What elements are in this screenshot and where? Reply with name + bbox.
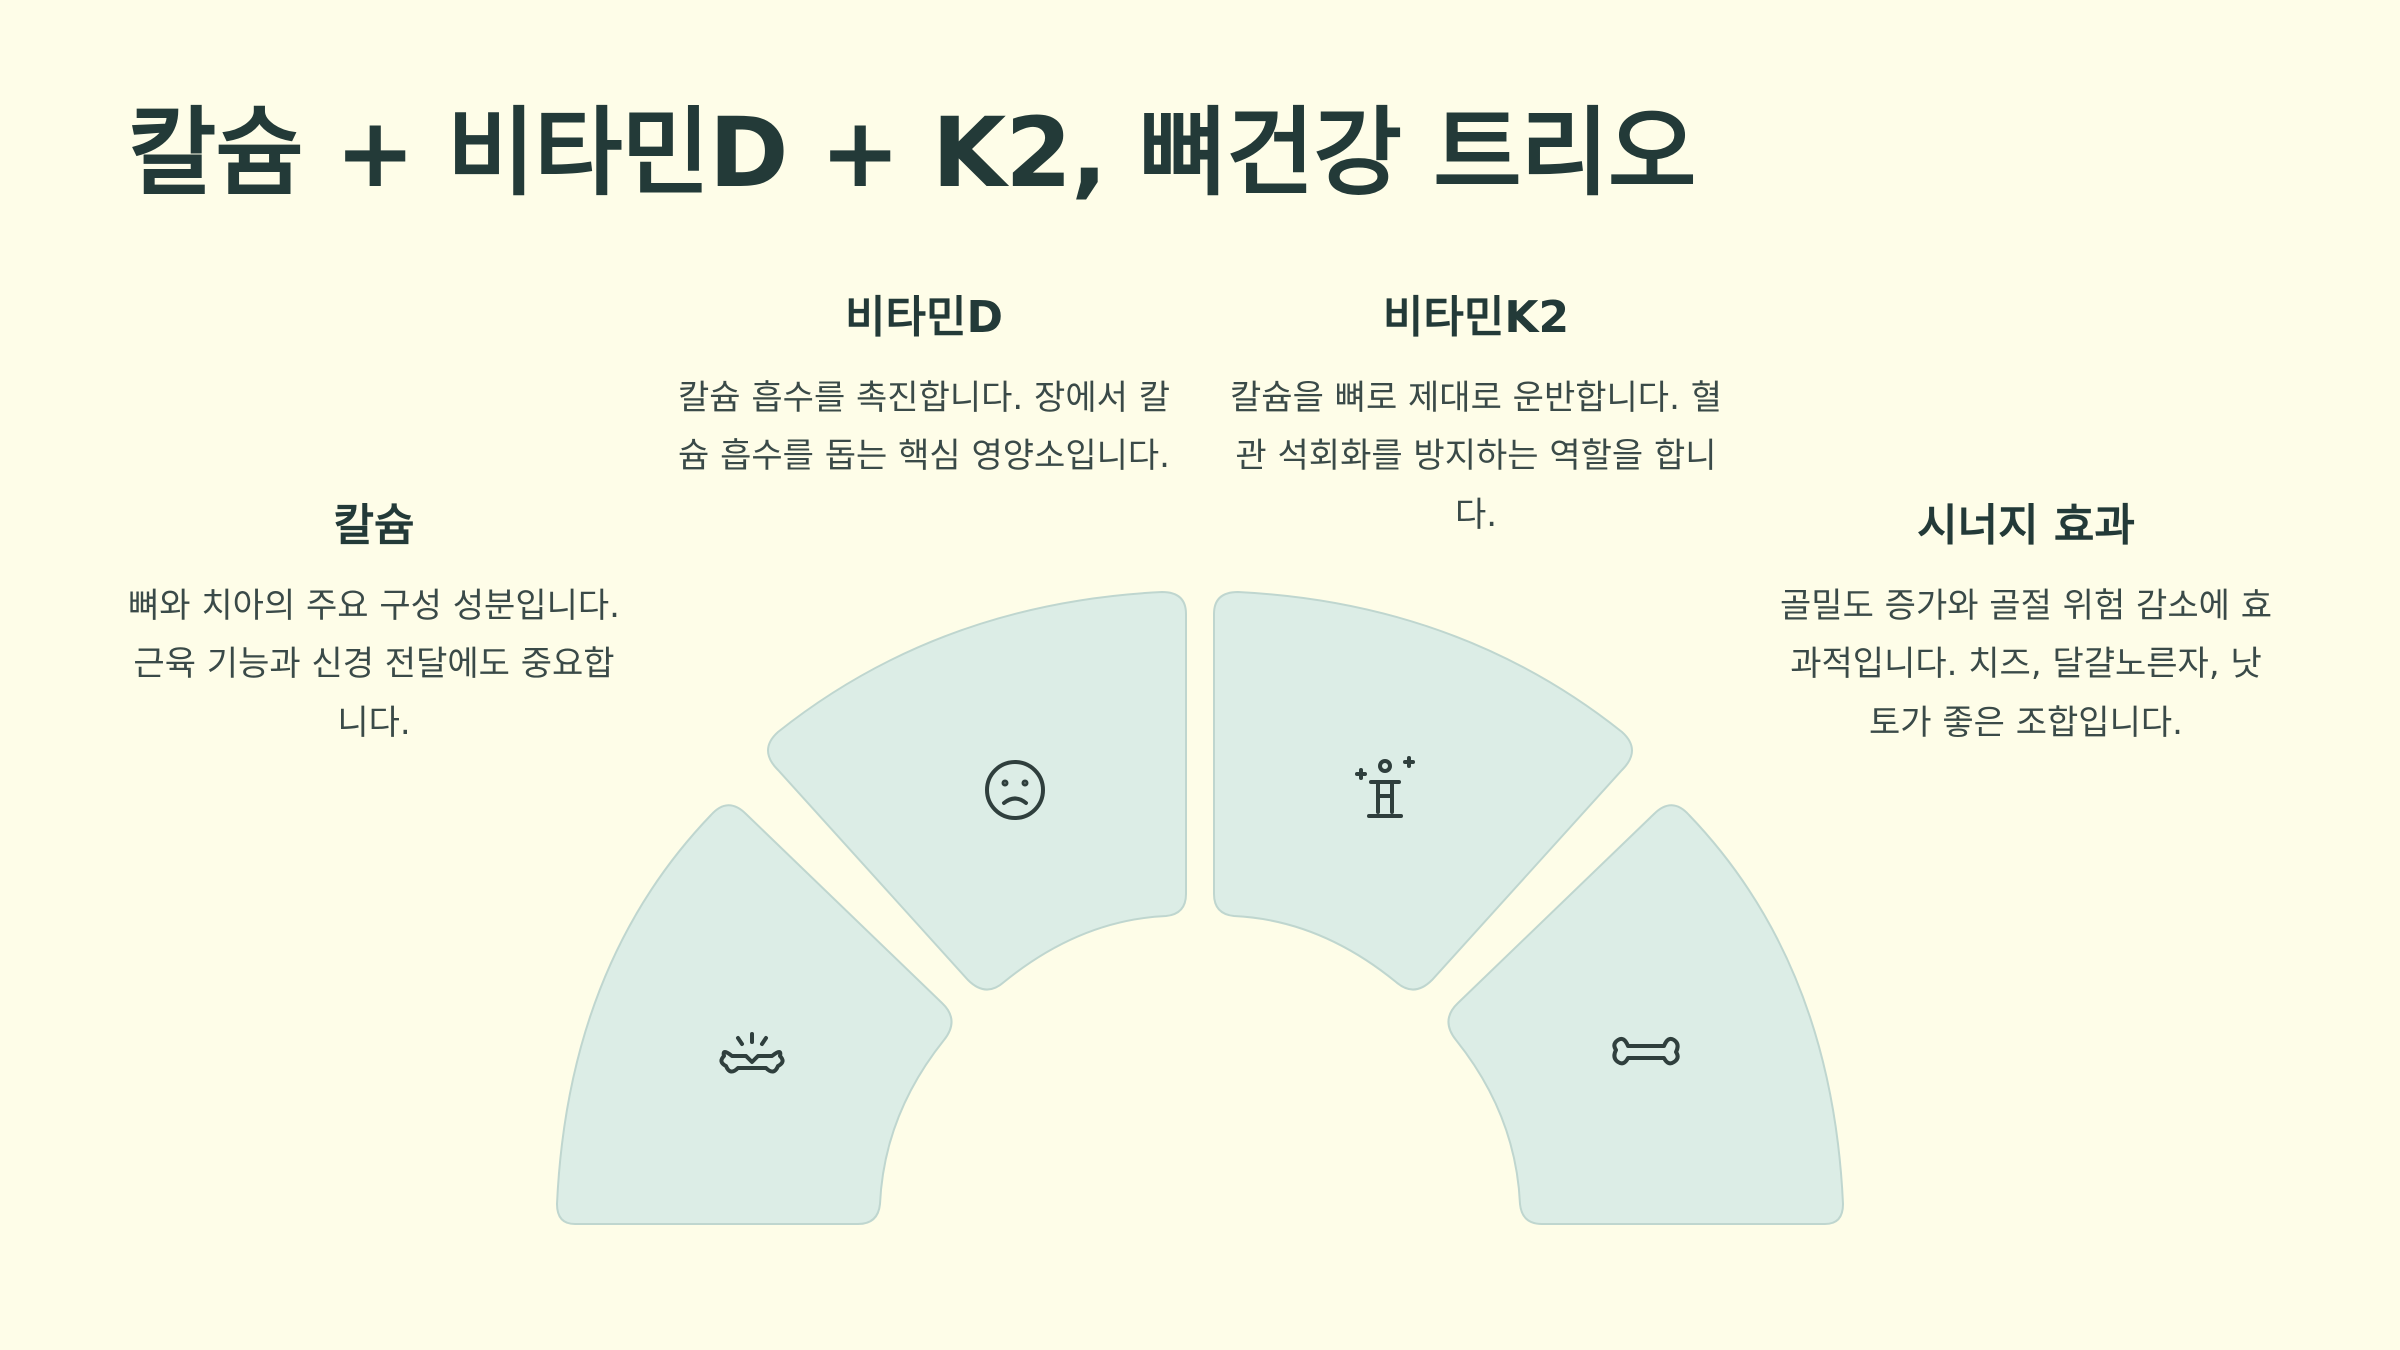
card-body: 골밀도 증가와 골절 위험 감소에 효과적입니다. 치즈, 달걀노른자, 낫토가… xyxy=(1780,585,2272,743)
arc-segment-vitamin-d xyxy=(767,590,1187,991)
broken-bone-icon xyxy=(719,1032,785,1074)
card-vitamin-k2: 비타민K2 칼슘을 뼈로 제대로 운반합니다. 혈관 석회화를 방지하는 역할을… xyxy=(1226,292,1726,544)
sad-face-icon xyxy=(985,760,1045,820)
card-heading: 시너지 효과 xyxy=(1917,500,2135,551)
card-body: 칼슘 흡수를 촉진합니다. 장에서 칼슘 흡수를 돕는 핵심 영양소입니다. xyxy=(678,377,1170,477)
arc-segment-synergy xyxy=(1447,804,1845,1225)
card-body: 뼈와 치아의 주요 구성 성분입니다. 근육 기능과 신경 전달에도 중요합니다… xyxy=(128,585,620,743)
bone-icon xyxy=(1612,1036,1680,1066)
card-body: 칼슘을 뼈로 제대로 운반합니다. 혈관 석회화를 방지하는 역할을 합니다. xyxy=(1230,377,1722,535)
card-heading: 비타민K2 xyxy=(1382,292,1570,343)
card-heading: 비타민D xyxy=(845,292,1003,343)
arc-segment-calcium xyxy=(555,804,953,1225)
card-vitamin-d: 비타민D 칼슘 흡수를 촉진합니다. 장에서 칼슘 흡수를 돕는 핵심 영양소입… xyxy=(674,292,1174,486)
arc-segment-vitamin-k2 xyxy=(1213,590,1633,991)
card-calcium: 칼슘 뼈와 치아의 주요 구성 성분입니다. 근육 기능과 신경 전달에도 중요… xyxy=(124,500,624,752)
card-heading: 칼슘 xyxy=(333,500,415,551)
page-title: 칼슘 + 비타민D + K2, 뼈건강 트리오 xyxy=(128,97,1696,209)
card-synergy: 시너지 효과 골밀도 증가와 골절 위험 감소에 효과적입니다. 치즈, 달걀노… xyxy=(1776,500,2276,752)
sparkle-person-icon xyxy=(1355,756,1415,818)
